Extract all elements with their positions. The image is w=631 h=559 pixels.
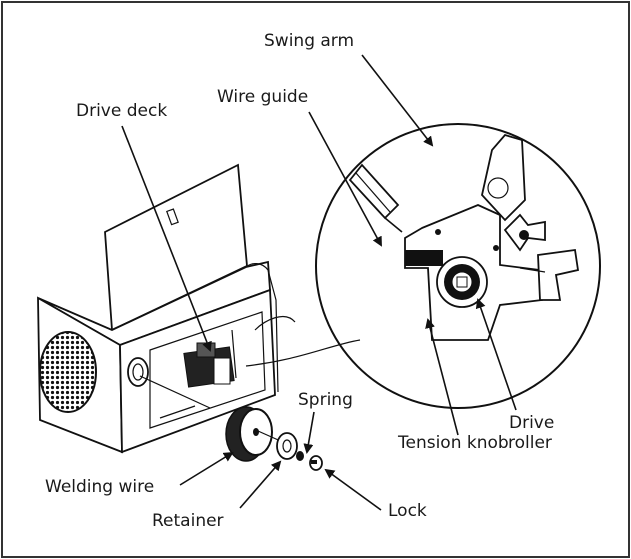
label-tension-knob: Tension knob: [397, 433, 509, 453]
label-spring: Spring: [298, 390, 353, 410]
detail-mechanism: [348, 133, 580, 341]
label-welding-wire: Welding wire: [45, 477, 154, 497]
magnifier-leader: [245, 339, 361, 367]
lock-part: [309, 455, 323, 471]
spring-part: [296, 451, 304, 461]
label-drive-roller-line1: Drive: [509, 413, 554, 433]
leader-arrows: [121, 54, 517, 511]
welding-wire-spool: [225, 406, 286, 462]
label-swing-arm: Swing arm: [264, 31, 354, 51]
label-wire-guide: Wire guide: [217, 87, 308, 107]
retainer-part: [276, 432, 298, 460]
vent-grille: [39, 331, 97, 413]
welder-machine: [37, 163, 296, 454]
label-lock: Lock: [388, 501, 427, 521]
label-drive-deck: Drive deck: [76, 101, 167, 121]
label-retainer: Retainer: [152, 511, 224, 531]
label-drive-roller-line2: roller: [508, 433, 552, 453]
